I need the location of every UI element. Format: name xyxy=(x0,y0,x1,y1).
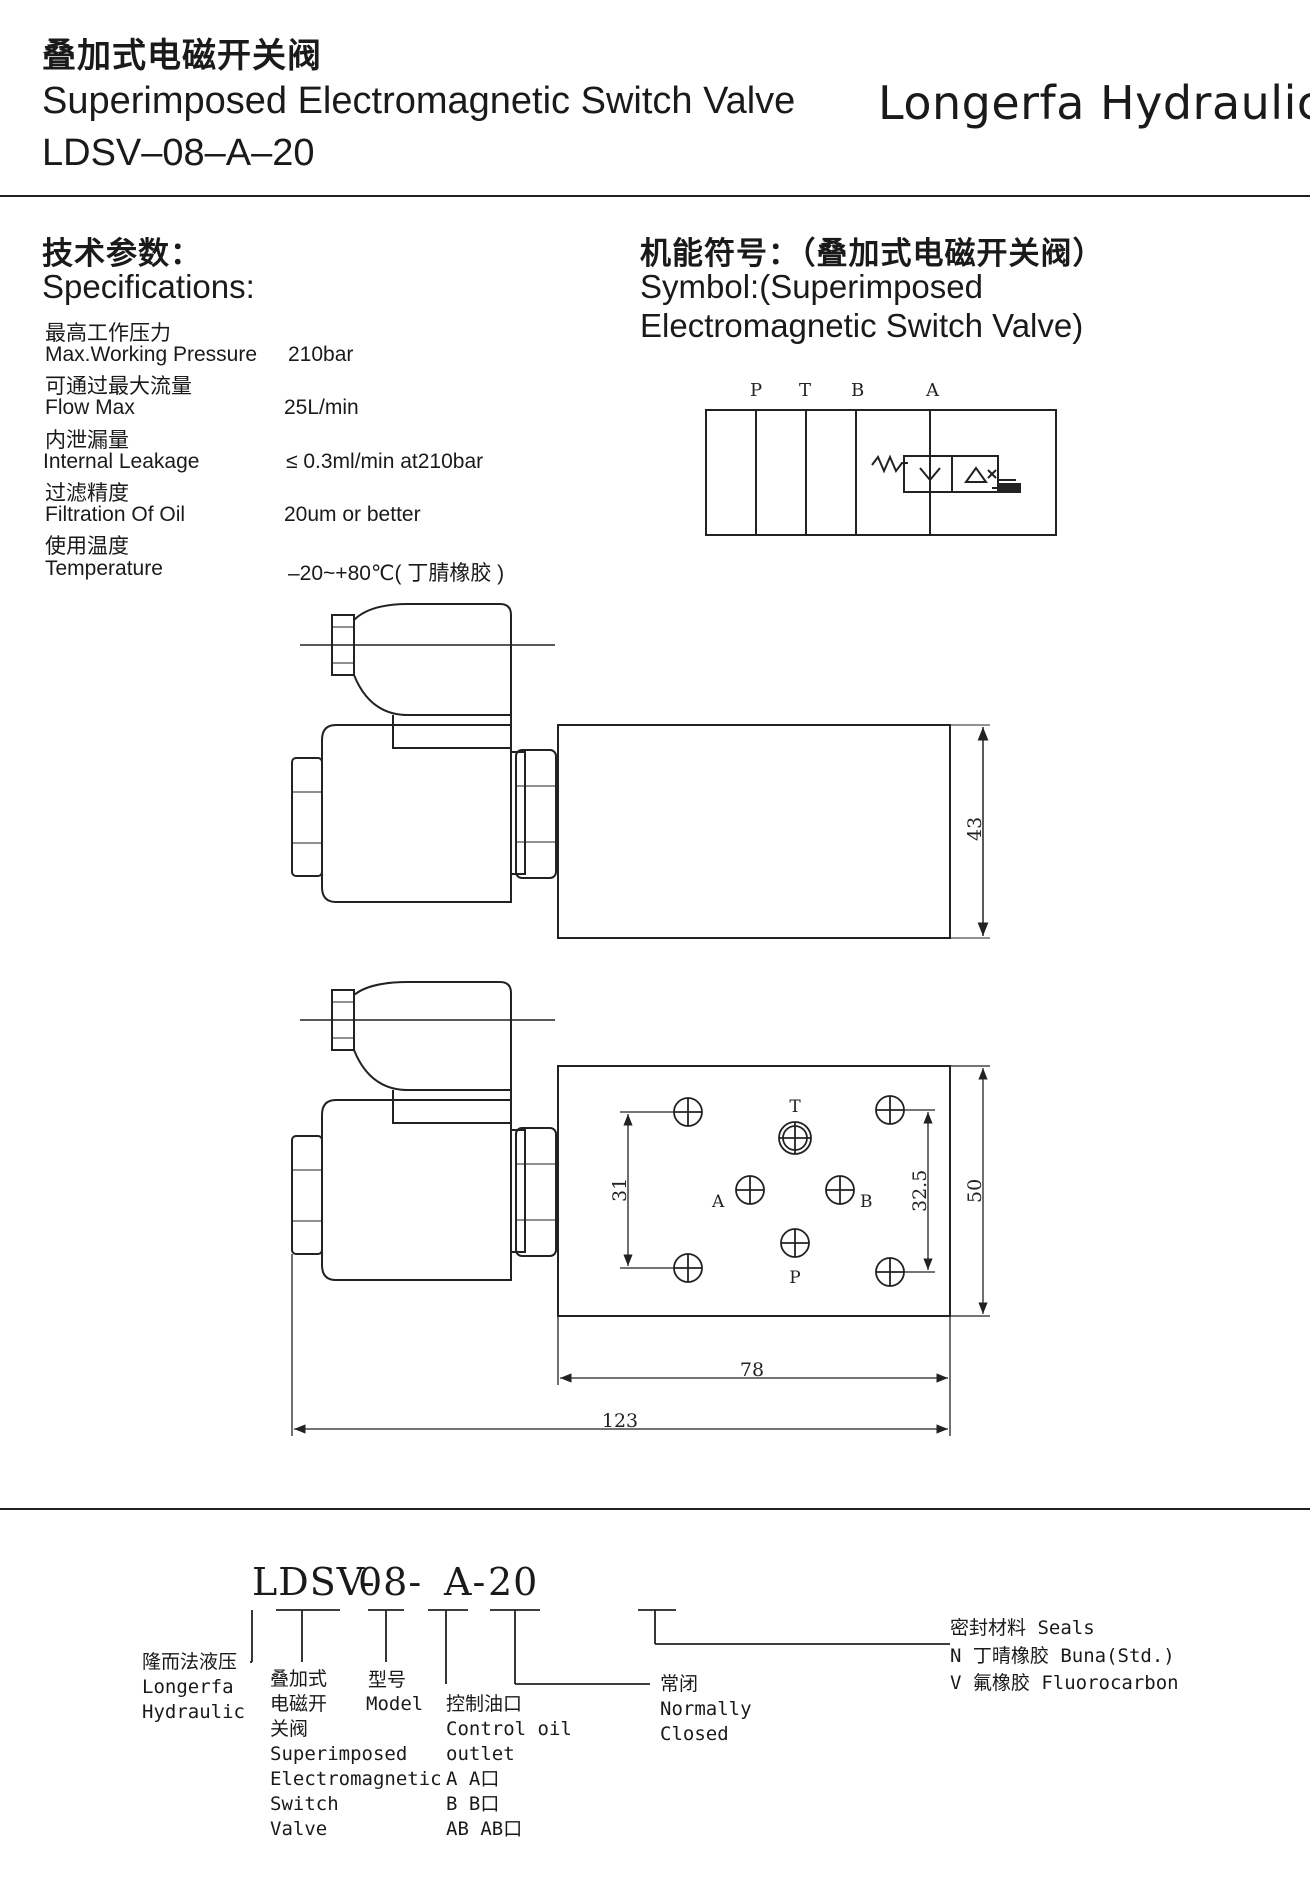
valve-port-face-view xyxy=(291,981,990,1436)
brand-cn: 隆而法液压 xyxy=(142,1651,238,1673)
spec-value: ≤ 0.3ml/min at210bar xyxy=(286,450,484,473)
spec-label-cn: 最高工作压力 xyxy=(45,322,171,345)
brand-en: Longerfa xyxy=(142,1676,234,1698)
port-label-p: P xyxy=(750,380,762,401)
type-en-1: Superimposed xyxy=(270,1743,408,1765)
spec-label-cn: 可通过最大流量 xyxy=(45,375,192,398)
spec-value: 25L/min xyxy=(284,396,359,419)
header-divider xyxy=(0,195,1310,197)
dim-123: 123 xyxy=(602,1410,638,1432)
spec-label-cn: 内泄漏量 xyxy=(45,429,129,452)
normal-cn: 常闭 xyxy=(660,1673,699,1695)
port-label-a: A xyxy=(925,380,940,401)
ordering-code-leaders xyxy=(250,1609,950,1685)
dim-31: 31 xyxy=(609,1178,631,1202)
type-cn-3: 关阀 xyxy=(270,1718,309,1740)
brand-en-2: Hydraulic xyxy=(142,1701,245,1723)
order-code-prefix: LDSV- xyxy=(252,1560,376,1604)
normal-en-2: Closed xyxy=(660,1723,729,1745)
port-label-b: B xyxy=(851,380,864,401)
type-cn-2: 电磁开 xyxy=(270,1693,328,1715)
face-port-t: T xyxy=(789,1097,801,1117)
spec-value: 20um or better xyxy=(284,503,421,526)
port-label-t: T xyxy=(799,380,811,401)
spec-label-cn: 使用温度 xyxy=(45,535,129,558)
hydraulic-symbol xyxy=(705,409,1057,536)
dim-50: 50 xyxy=(964,1179,986,1203)
specs-heading-en: Specifications: xyxy=(42,268,255,305)
title-en: Superimposed Electromagnetic Switch Valv… xyxy=(42,80,796,122)
model-cn: 型号 xyxy=(368,1669,407,1691)
face-port-p: P xyxy=(789,1268,800,1288)
order-code-port: A- xyxy=(444,1560,487,1604)
title-cn: 叠加式电磁开关阀 xyxy=(42,37,322,75)
spec-value: –20~+80℃( 丁腈橡胶 ) xyxy=(288,562,505,585)
type-en-2: Electromagnetic xyxy=(270,1768,442,1790)
spec-value: 210bar xyxy=(288,343,354,366)
dim-43: 43 xyxy=(964,817,986,841)
type-en-4: Valve xyxy=(270,1818,328,1840)
port-opt-a: A A口 xyxy=(446,1768,500,1790)
seals-opt-n: N 丁晴橡胶 Buna(Std.) xyxy=(950,1645,1175,1667)
ordering-divider xyxy=(0,1508,1310,1510)
type-cn-1: 叠加式 xyxy=(270,1668,328,1690)
symbol-heading-cn: 机能符号：（叠加式电磁开关阀） xyxy=(640,236,1105,271)
seals-title: 密封材料 Seals xyxy=(950,1617,1095,1639)
specs-heading-cn: 技术参数： xyxy=(42,236,202,271)
spec-label-en: Flow Max xyxy=(45,396,135,419)
model-code: LDSV–08–A–20 xyxy=(42,132,315,174)
brand-name: Longerfa Hydraulics xyxy=(878,76,1310,130)
spec-label-en: Internal Leakage xyxy=(43,450,200,473)
order-code-size: 08- xyxy=(358,1560,423,1604)
spec-label-en: Temperature xyxy=(45,557,163,580)
dim-32-5: 32.5 xyxy=(909,1170,931,1212)
order-code-series: 20 xyxy=(488,1560,539,1604)
symbol-heading-en: Symbol:(Superimposed xyxy=(640,268,983,305)
face-port-b: B xyxy=(860,1192,873,1212)
type-en-3: Switch xyxy=(270,1793,339,1815)
port-en-1: Control oil xyxy=(446,1718,572,1740)
spec-label-en: Filtration Of Oil xyxy=(45,503,186,526)
port-opt-ab: AB AB口 xyxy=(446,1818,523,1840)
symbol-heading-en-2: Electromagnetic Switch Valve) xyxy=(640,307,1084,344)
dim-78: 78 xyxy=(740,1359,764,1381)
face-port-a: A xyxy=(711,1192,725,1212)
spec-label-en: Max.Working Pressure xyxy=(45,343,258,366)
normal-en-1: Normally xyxy=(660,1698,752,1720)
port-en-2: outlet xyxy=(446,1743,515,1765)
model-en: Model xyxy=(366,1693,424,1715)
port-opt-b: B B口 xyxy=(446,1793,500,1815)
seals-opt-v: V 氟橡胶 Fluorocarbon xyxy=(950,1672,1179,1694)
valve-side-view xyxy=(291,603,990,939)
spec-label-cn: 过滤精度 xyxy=(45,482,129,505)
port-cn: 控制油口 xyxy=(446,1693,523,1715)
